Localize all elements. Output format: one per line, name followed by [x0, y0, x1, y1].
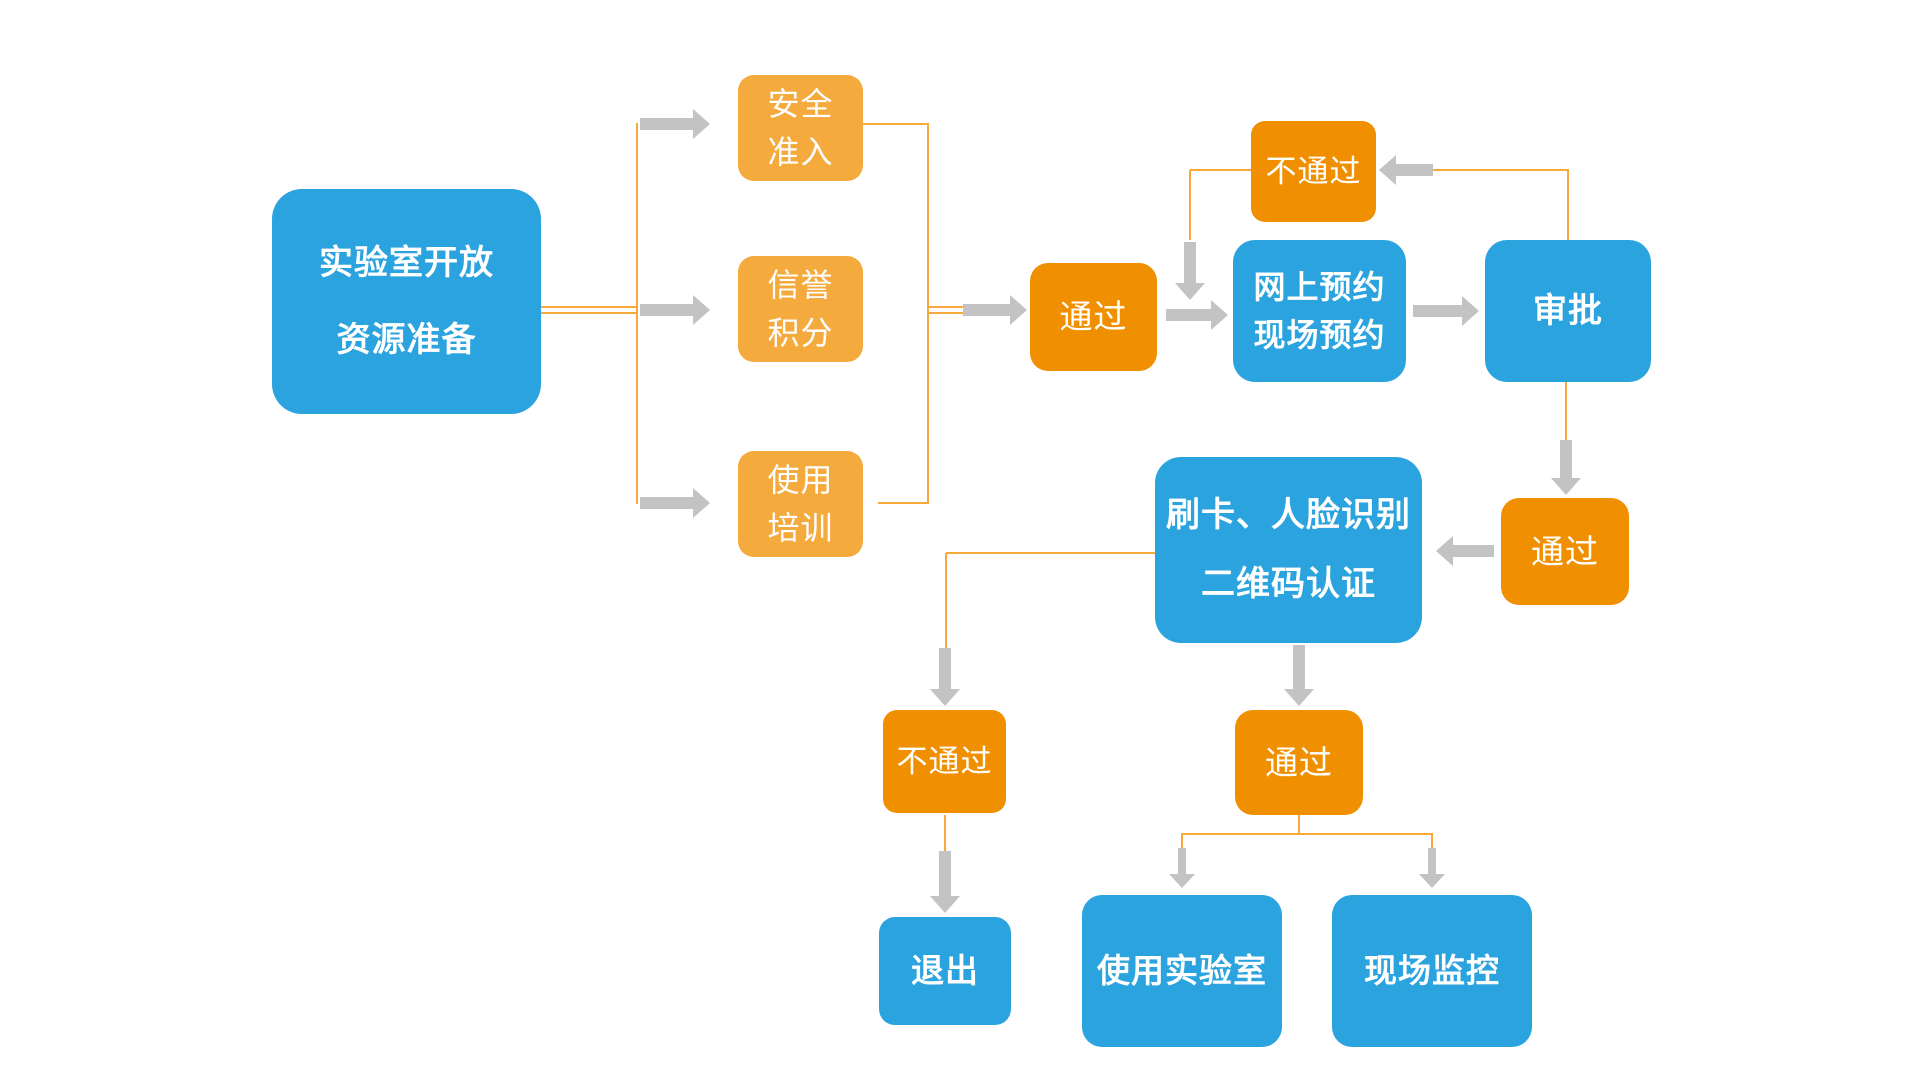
node-credit-score-line2: 积分	[767, 315, 834, 351]
arrow-approval-to-fail1	[1379, 155, 1433, 185]
node-pass-3: 通过	[1235, 710, 1363, 815]
node-identity-auth: 刷卡、人脸识别 二维码认证	[1155, 457, 1422, 643]
arrow-fail2-to-exit	[930, 851, 960, 913]
conn-merge-tap	[929, 306, 965, 314]
node-identity-auth-line1: 刷卡、人脸识别	[1166, 496, 1411, 535]
node-safety-access-line2: 准入	[767, 134, 834, 170]
conn-loop-top	[1430, 169, 1569, 171]
conn-fail1-left	[1190, 169, 1251, 171]
node-safety-access: 安全 准入	[738, 75, 863, 181]
conn-training-merge	[878, 502, 928, 504]
node-fail-1-label: 不通过	[1265, 153, 1362, 189]
arrow-merge-to-pass1	[963, 295, 1027, 325]
node-pass-1-label: 通过	[1059, 298, 1128, 336]
node-approval-label: 审批	[1533, 291, 1603, 330]
node-pass-2: 通过	[1501, 498, 1629, 605]
node-resource-prep: 实验室开放 资源准备	[272, 189, 541, 414]
node-identity-auth-line2: 二维码认证	[1201, 565, 1376, 603]
arrow-to-safety	[640, 109, 710, 139]
arrow-fail1-rejoin	[1175, 242, 1205, 300]
conn-split-right	[1431, 834, 1433, 850]
conn-safety-merge	[863, 123, 928, 125]
arrow-approval-to-pass2	[1551, 440, 1581, 495]
arrow-pass2-to-auth	[1436, 536, 1494, 566]
conn-branch-vertical	[636, 123, 638, 504]
node-pass-1: 通过	[1030, 263, 1157, 371]
node-credit-score-line1: 信誉	[767, 266, 834, 303]
conn-pass3-stub	[1298, 815, 1300, 834]
node-online-booking: 网上预约 现场预约	[1233, 240, 1406, 382]
arrow-auth-to-fail2	[930, 648, 960, 706]
node-fail-2-label: 不通过	[896, 743, 993, 779]
node-online-booking-line2: 现场预约	[1253, 317, 1386, 353]
conn-auth-left	[946, 552, 1156, 554]
arrow-pass1-to-booking	[1166, 300, 1228, 330]
conn-approval-up	[1567, 171, 1569, 241]
arrow-to-training	[640, 488, 710, 518]
node-fail-1: 不通过	[1251, 121, 1376, 222]
node-exit: 退出	[879, 917, 1011, 1025]
node-usage-training: 使用 培训	[738, 451, 863, 557]
node-exit-label: 退出	[911, 952, 979, 990]
node-use-lab-label: 使用实验室	[1097, 952, 1267, 990]
node-credit-score: 信誉 积分	[738, 256, 863, 362]
conn-fail2-down	[944, 815, 946, 853]
node-pass-3-label: 通过	[1265, 743, 1333, 781]
arrow-pass3-to-uselab	[1169, 848, 1195, 888]
arrow-to-credit	[640, 295, 710, 325]
node-fail-2: 不通过	[883, 710, 1006, 813]
node-pass-2-label: 通过	[1531, 532, 1599, 570]
conn-merge-vertical	[927, 123, 929, 504]
node-approval: 审批	[1485, 240, 1651, 382]
node-use-lab: 使用实验室	[1082, 895, 1282, 1047]
node-usage-training-line2: 培训	[767, 510, 834, 546]
node-online-booking-line1: 网上预约	[1253, 268, 1386, 305]
node-usage-training-line1: 使用	[767, 461, 834, 498]
node-site-monitor-label: 现场监控	[1364, 952, 1500, 990]
node-resource-prep-line2: 资源准备	[336, 320, 477, 359]
arrow-pass3-to-monitor	[1419, 848, 1445, 888]
node-safety-access-line1: 安全	[767, 85, 834, 122]
node-site-monitor: 现场监控	[1332, 895, 1532, 1047]
conn-fail1-down	[1189, 170, 1191, 240]
conn-prepare-branch	[541, 306, 637, 314]
node-resource-prep-line1: 实验室开放	[319, 243, 494, 282]
conn-auth-left-down	[945, 553, 947, 649]
arrow-auth-to-pass3	[1284, 645, 1314, 706]
arrow-booking-to-approval	[1413, 296, 1479, 326]
conn-split-horizontal	[1181, 833, 1433, 835]
conn-split-left	[1181, 834, 1183, 850]
conn-approval-down	[1565, 382, 1567, 440]
